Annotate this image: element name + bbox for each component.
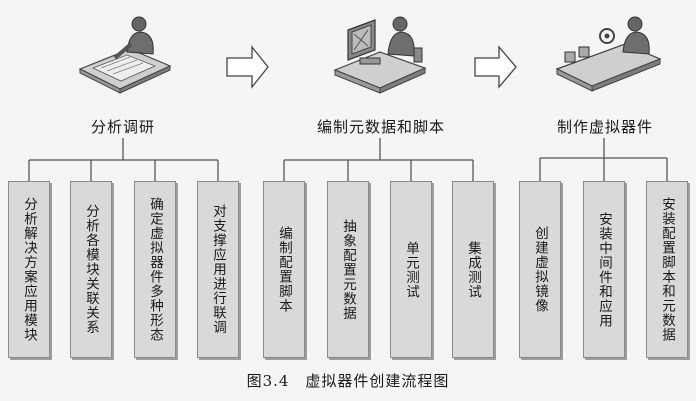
step-label: 对支撑应用进行联调 bbox=[210, 204, 226, 335]
step-box: 确定虚拟器件多种形态 bbox=[134, 181, 176, 358]
assembly-line-worker-icon bbox=[555, 16, 662, 92]
step-label: 分析各模块关联关系 bbox=[83, 204, 99, 335]
step-label: 集成测试 bbox=[465, 240, 481, 299]
flow-arrow-2 bbox=[474, 45, 517, 89]
step-box: 编制配置脚本 bbox=[263, 181, 305, 358]
stage-title-analysis: 分析调研 bbox=[90, 118, 156, 136]
step-label: 分析解决方案应用模块 bbox=[21, 197, 37, 342]
stage-title-scripting: 编制元数据和脚本 bbox=[316, 118, 446, 136]
step-box: 集成测试 bbox=[452, 181, 494, 358]
step-box: 分析解决方案应用模块 bbox=[8, 181, 50, 358]
flow-arrow-1 bbox=[226, 45, 269, 89]
figure-caption-text: 虚拟器件创建流程图 bbox=[305, 372, 450, 390]
step-box: 安装中间件和应用 bbox=[583, 181, 625, 358]
step-label: 抽象配置元数据 bbox=[340, 218, 356, 321]
step-label: 单元测试 bbox=[403, 240, 419, 299]
step-label: 安装中间件和应用 bbox=[596, 211, 612, 328]
person-at-computer-icon bbox=[333, 16, 427, 94]
step-box: 对支撑应用进行联调 bbox=[197, 181, 239, 358]
step-label: 安装配置脚本和元数据 bbox=[659, 197, 675, 342]
step-label: 创建虚拟镜像 bbox=[532, 226, 548, 313]
step-label: 编制配置脚本 bbox=[276, 226, 292, 313]
person-at-desk-drawing-icon bbox=[78, 16, 172, 94]
figure-caption: 图3.4 虚拟器件创建流程图 bbox=[247, 370, 450, 391]
step-box: 安装配置脚本和元数据 bbox=[646, 181, 688, 358]
stage-title-build: 制作虚拟器件 bbox=[556, 118, 654, 136]
step-box: 单元测试 bbox=[390, 181, 432, 358]
step-box: 抽象配置元数据 bbox=[327, 181, 369, 358]
figure-number: 图3.4 bbox=[246, 372, 290, 390]
step-label: 确定虚拟器件多种形态 bbox=[147, 197, 163, 342]
step-box: 创建虚拟镜像 bbox=[519, 181, 561, 358]
step-box: 分析各模块关联关系 bbox=[70, 181, 112, 358]
